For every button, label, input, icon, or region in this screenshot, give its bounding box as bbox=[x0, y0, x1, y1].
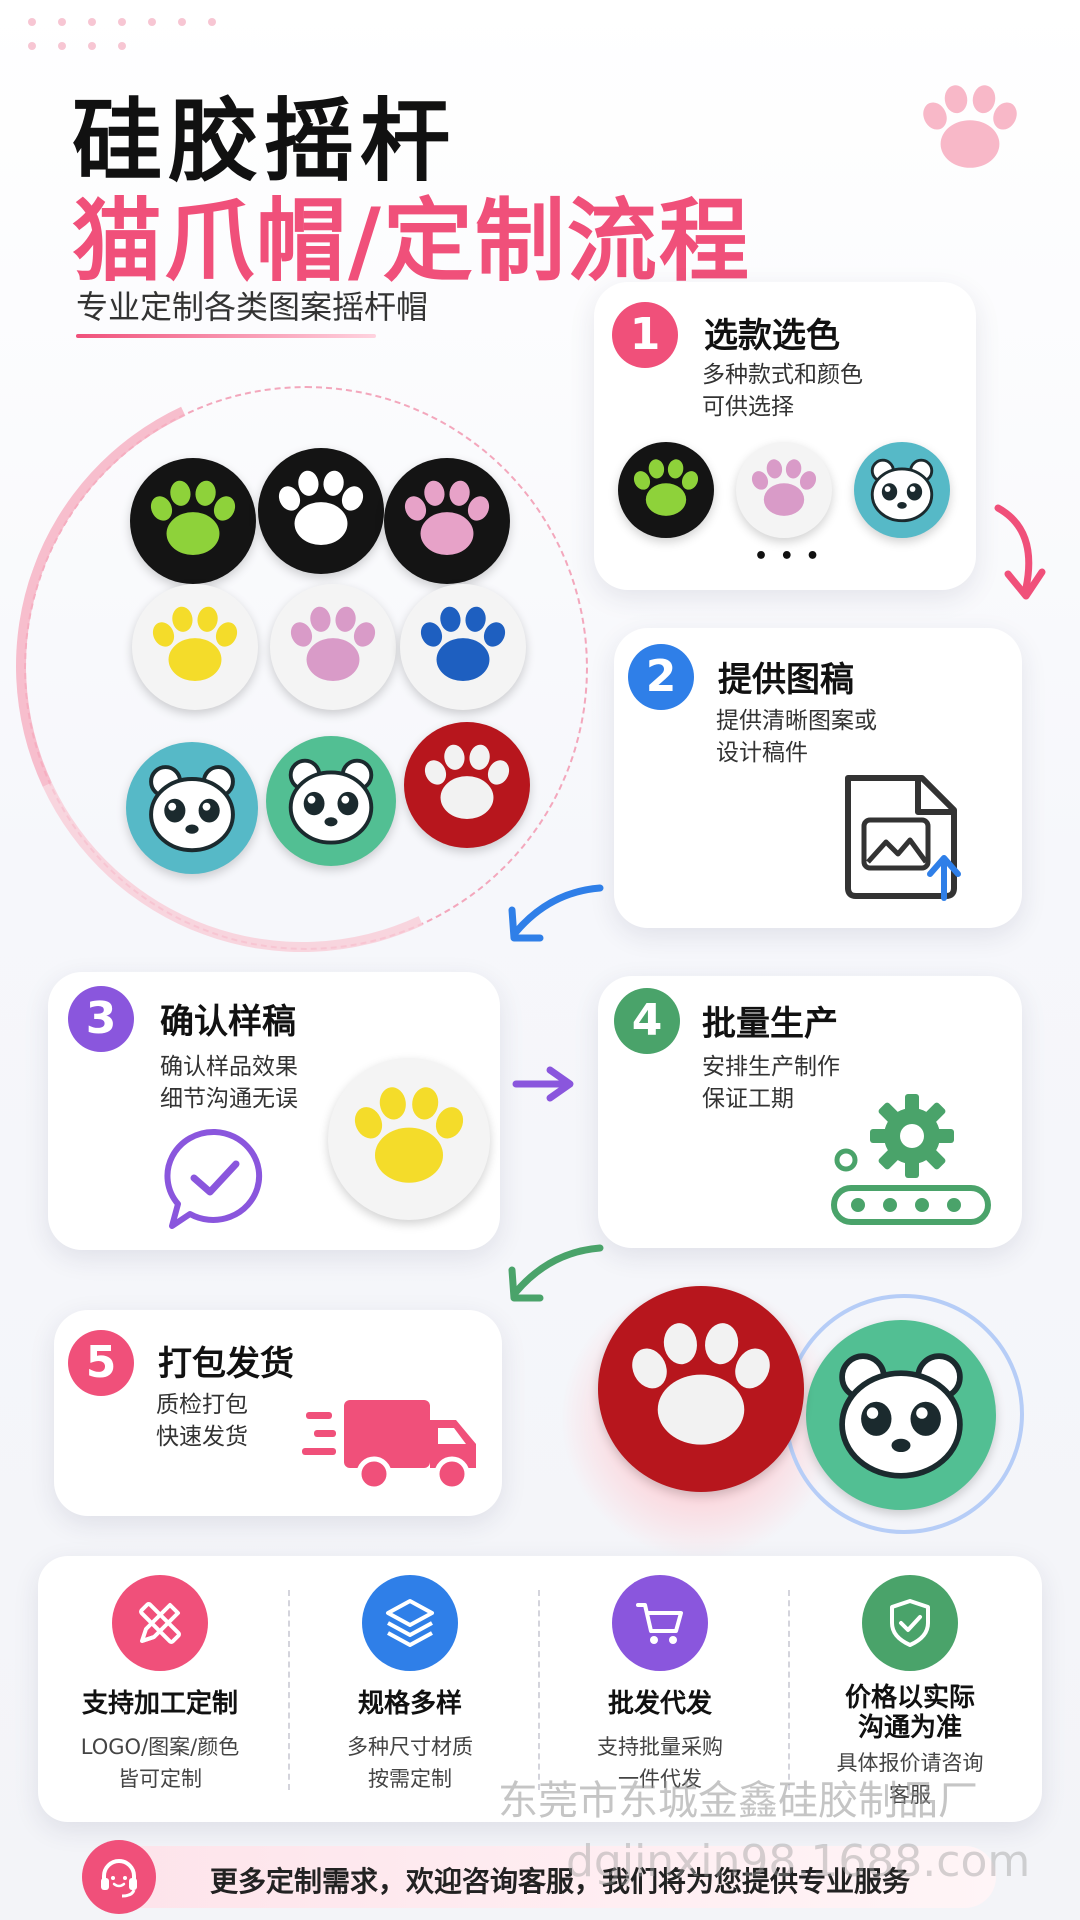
sample-white-pink-paw bbox=[736, 442, 832, 538]
subtitle-underline bbox=[76, 334, 376, 338]
shield-check-icon bbox=[862, 1575, 958, 1671]
feature-title: 批发代发 bbox=[607, 1689, 712, 1719]
paw-decoration-icon bbox=[900, 60, 1040, 200]
step-1-desc-line1: 多种款式和颜色 bbox=[702, 362, 863, 388]
step-3-number: 3 bbox=[68, 986, 134, 1052]
feature-title-line2: 沟通为准 bbox=[857, 1713, 962, 1743]
feature-title: 支持加工定制 bbox=[81, 1689, 238, 1719]
footer-text: 更多定制需求，欢迎咨询客服，我们将为您提供专业服务 bbox=[210, 1865, 911, 1898]
feature-specs: 规格多样 多种尺寸材质 按需定制 bbox=[285, 1575, 535, 1795]
step-2-desc-line2: 设计稿件 bbox=[716, 740, 808, 766]
flow-arrow-1-to-2 bbox=[988, 500, 1058, 610]
feature-desc-line2: 一件代发 bbox=[618, 1767, 702, 1791]
feature-pricing: 价格以实际 沟通为准 具体报价请咨询 客服 bbox=[785, 1575, 1035, 1807]
feature-desc-line2: 客服 bbox=[889, 1783, 931, 1807]
feature-desc-line2: 皆可定制 bbox=[118, 1767, 202, 1791]
featured-green-bear-thumbstick bbox=[806, 1320, 996, 1510]
footer-banner[interactable] bbox=[84, 1846, 996, 1908]
sample-black-green-paw bbox=[618, 442, 714, 538]
flow-arrow-2-to-3 bbox=[500, 880, 610, 950]
delivery-truck-icon bbox=[302, 1390, 482, 1500]
thumbstick-red-white-paw bbox=[404, 722, 530, 848]
product-showcase-circle bbox=[24, 386, 588, 950]
watermark-company: 东莞市东城金鑫硅胶制品厂 bbox=[498, 1778, 978, 1824]
thumbstick-black-white-paw bbox=[258, 448, 384, 574]
feature-divider bbox=[788, 1590, 790, 1790]
step-4-number: 4 bbox=[614, 988, 680, 1054]
layers-icon bbox=[362, 1575, 458, 1671]
step-4-desc-line1: 安排生产制作 bbox=[702, 1054, 840, 1080]
step-2-number: 2 bbox=[628, 644, 694, 710]
more-options-ellipsis: • • • bbox=[754, 544, 822, 569]
step-5-desc-line1: 质检打包 bbox=[156, 1392, 248, 1418]
headset-icon bbox=[82, 1840, 156, 1914]
feature-desc-line1: 支持批量采购 bbox=[597, 1735, 723, 1759]
step-3-title: 确认样稿 bbox=[160, 1002, 296, 1042]
thumbstick-white-blue-paw bbox=[400, 584, 526, 710]
thumbstick-black-green-paw bbox=[130, 458, 256, 584]
step-2-title: 提供图稿 bbox=[718, 660, 854, 700]
step-3-desc-line2: 细节沟通无误 bbox=[160, 1086, 298, 1112]
image-upload-icon bbox=[832, 768, 972, 908]
step-3-card: 3 确认样稿 确认样品效果 细节沟通无误 bbox=[48, 972, 500, 1250]
flow-arrow-3-to-4 bbox=[510, 1064, 580, 1104]
feature-wholesale: 批发代发 支持批量采购 一件代发 bbox=[535, 1575, 785, 1795]
page-title-highlight: 猫爪帽/定制流程 bbox=[72, 189, 751, 294]
step-5-card: 5 打包发货 质检打包 快速发货 bbox=[54, 1310, 502, 1516]
feature-desc-line1: 具体报价请咨询 bbox=[836, 1751, 984, 1775]
thumbstick-white-yellow-paw bbox=[132, 584, 258, 710]
step-4-card: 4 批量生产 安排生产制作 保证工期 bbox=[598, 976, 1022, 1248]
step-1-number: 1 bbox=[612, 302, 678, 368]
step-1-title: 选款选色 bbox=[704, 316, 840, 356]
page-title: 硅胶摇杆 bbox=[72, 89, 456, 194]
step-3-desc-line1: 确认样品效果 bbox=[160, 1054, 298, 1080]
decorative-dots bbox=[26, 16, 226, 56]
step-1-desc-line2: 可供选择 bbox=[702, 394, 794, 420]
step-2-desc-line1: 提供清晰图案或 bbox=[716, 708, 877, 734]
step-5-title: 打包发货 bbox=[158, 1344, 294, 1384]
feature-desc-line2: 按需定制 bbox=[368, 1767, 452, 1791]
chat-check-icon bbox=[160, 1124, 270, 1234]
gear-conveyor-icon bbox=[826, 1090, 996, 1230]
step-1-card: 1 选款选色 多种款式和颜色 可供选择 • • • bbox=[594, 282, 976, 590]
watermark-url: dgjinxin98.1688.com bbox=[566, 1836, 1031, 1887]
feature-title: 规格多样 bbox=[357, 1689, 462, 1719]
flow-arrow-4-to-5 bbox=[500, 1240, 610, 1310]
step-4-desc-line2: 保证工期 bbox=[702, 1086, 794, 1112]
feature-customization: 支持加工定制 LOGO/图案/颜色 皆可定制 bbox=[35, 1575, 285, 1795]
thumbstick-teal-bear bbox=[126, 742, 258, 874]
sample-white-yellow-paw bbox=[328, 1058, 490, 1220]
feature-title: 价格以实际 bbox=[844, 1683, 975, 1713]
step-5-number: 5 bbox=[68, 1330, 134, 1396]
feature-desc-line1: 多种尺寸材质 bbox=[347, 1735, 473, 1759]
page-subtitle: 专业定制各类图案摇杆帽 bbox=[76, 288, 429, 326]
feature-divider bbox=[288, 1590, 290, 1790]
thumbstick-green-bear bbox=[266, 736, 396, 866]
featured-red-paw-thumbstick bbox=[598, 1286, 804, 1492]
step-2-card: 2 提供图稿 提供清晰图案或 设计稿件 bbox=[614, 628, 1022, 928]
thumbstick-black-pink-paw bbox=[384, 458, 510, 584]
ruler-pencil-icon bbox=[112, 1575, 208, 1671]
sample-teal-bear bbox=[854, 442, 950, 538]
thumbstick-white-pink-paw bbox=[270, 584, 396, 710]
feature-divider bbox=[538, 1590, 540, 1790]
cart-icon bbox=[612, 1575, 708, 1671]
step-5-desc-line2: 快速发货 bbox=[156, 1424, 248, 1450]
step-4-title: 批量生产 bbox=[702, 1004, 838, 1044]
feature-desc-line1: LOGO/图案/颜色 bbox=[80, 1735, 240, 1759]
